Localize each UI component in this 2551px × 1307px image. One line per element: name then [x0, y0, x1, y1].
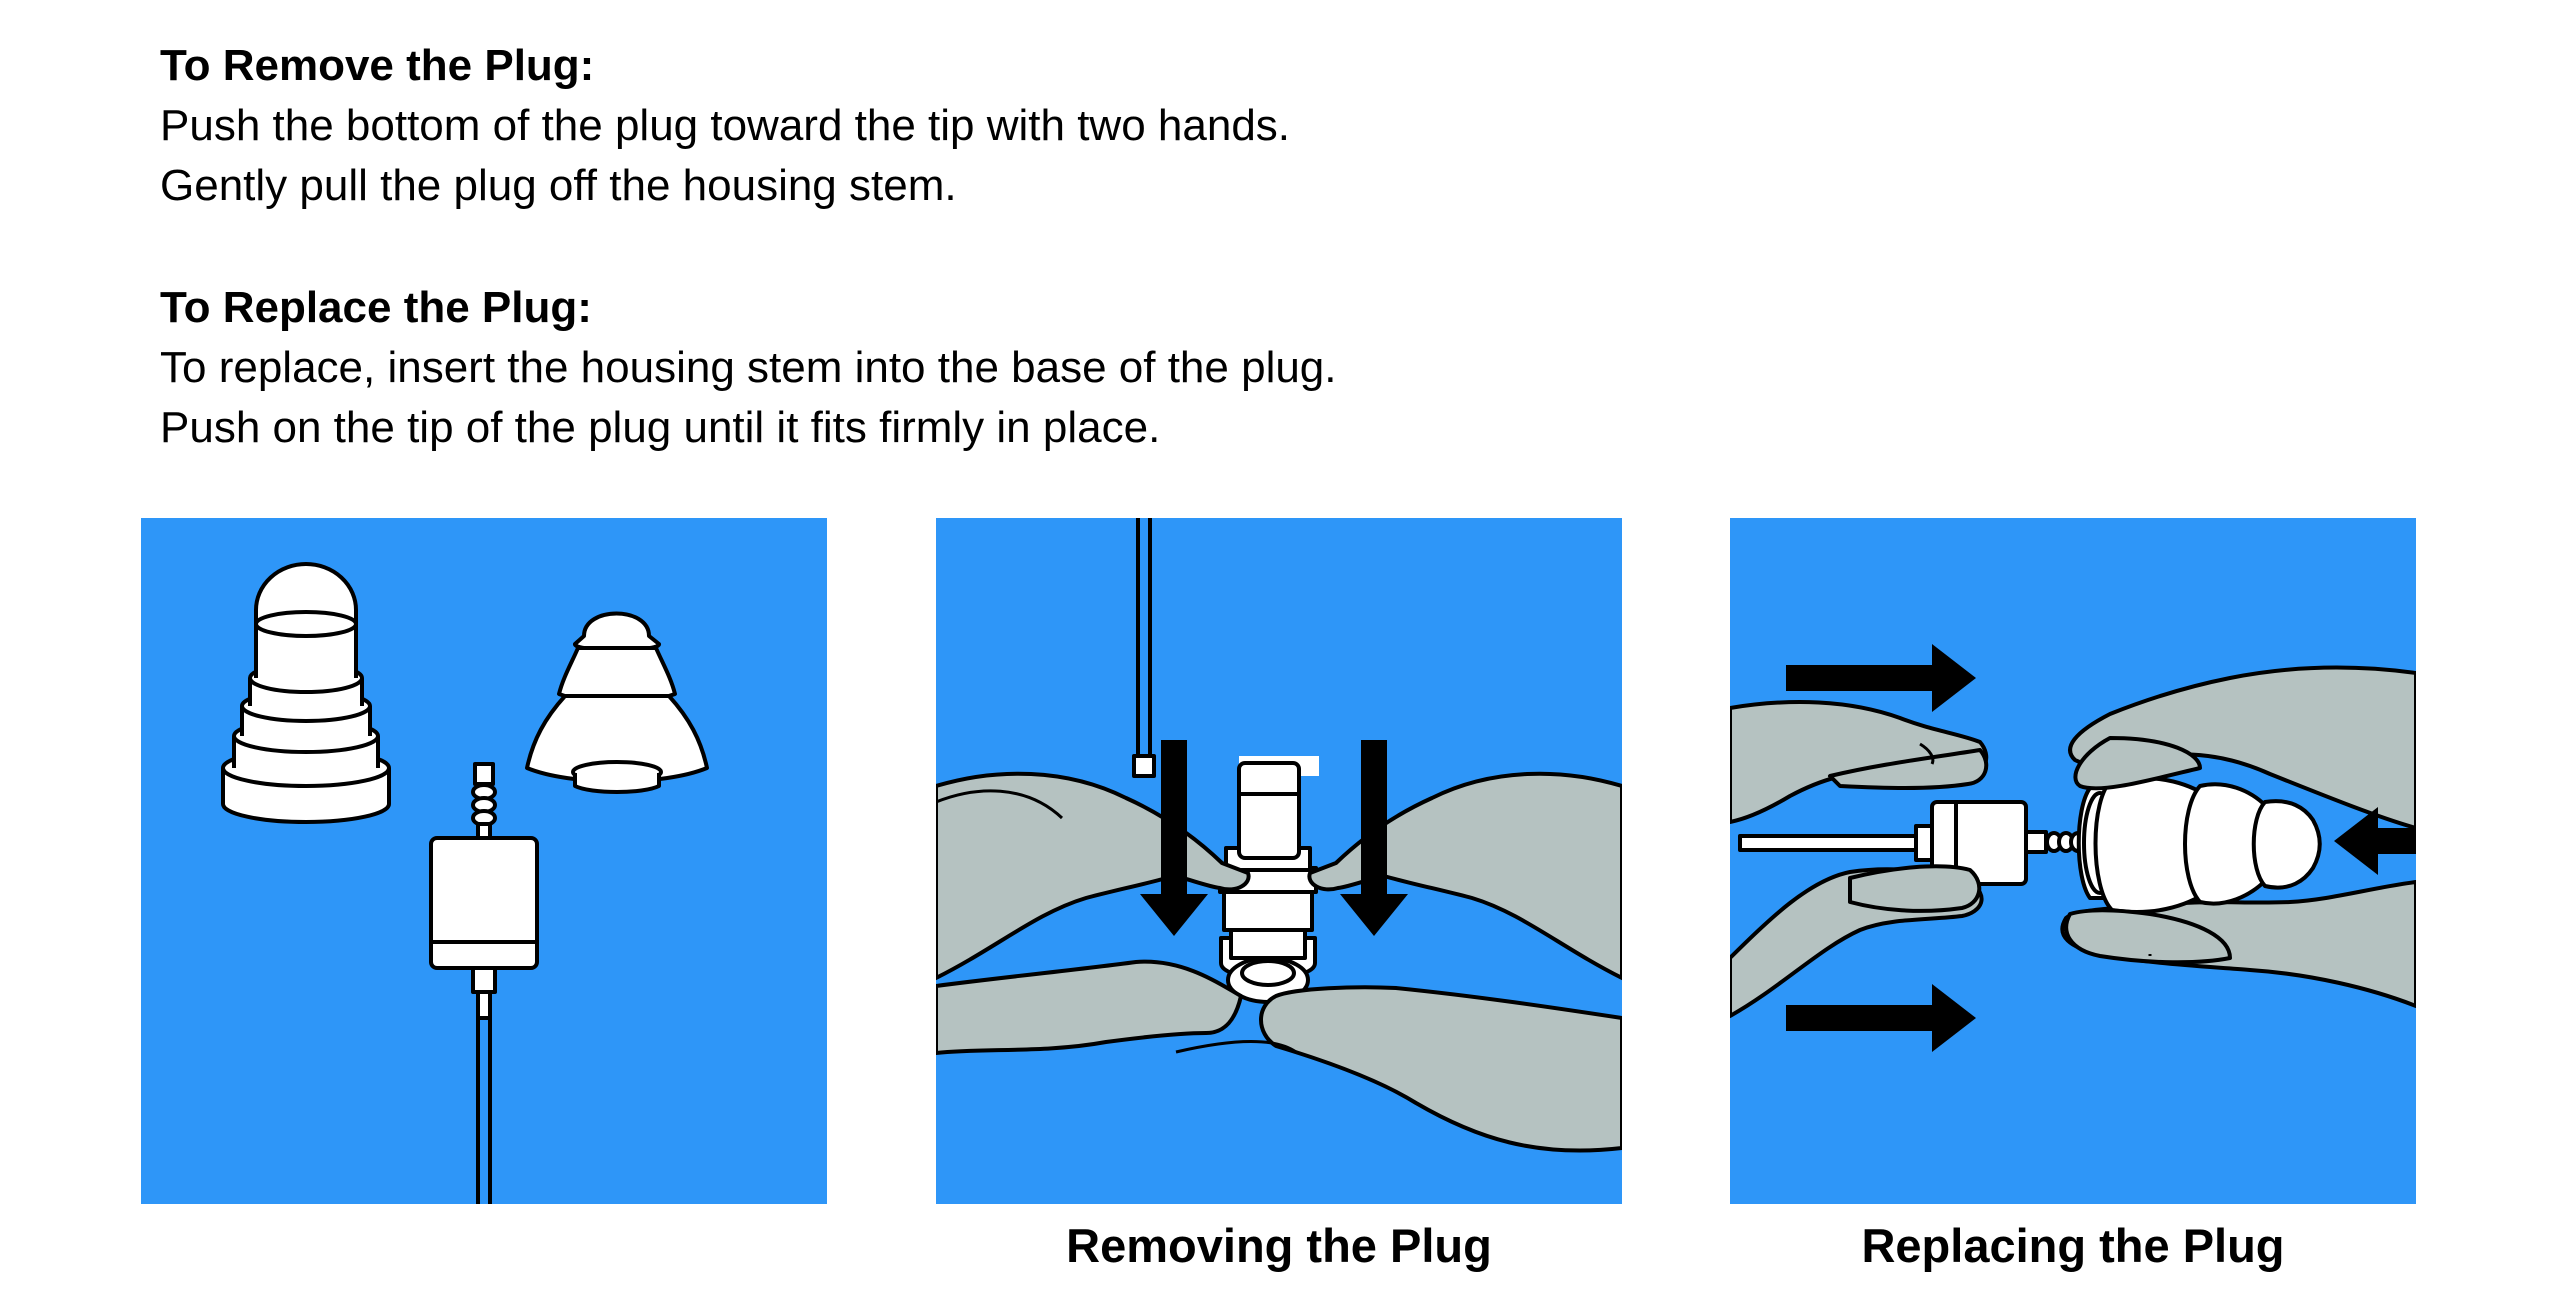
replacing-plug-caption: Replacing the Plug [1861, 1219, 2285, 1272]
earphone-housing-icon [1738, 800, 2087, 886]
parts-illustration [141, 518, 827, 1204]
instructions: To Remove the Plug: Push the bottom of t… [160, 36, 2060, 458]
push-down-arrows-icon [1140, 740, 1408, 936]
earphone-cable [1136, 518, 1152, 756]
removing-plug-illustration [936, 518, 1622, 1204]
replace-step-1: To replace, insert the housing stem into… [160, 343, 1337, 392]
push-arrows-icon [1786, 644, 2416, 1052]
remove-step-1: Push the bottom of the plug toward the t… [160, 101, 1291, 150]
earphone-housing-icon [1237, 761, 1301, 860]
remove-section: To Remove the Plug: Push the bottom of t… [160, 36, 2060, 216]
hands-icon [936, 771, 1622, 1153]
replace-step-2: Push on the tip of the plug until it fit… [160, 403, 1161, 452]
earphone-housing-icon [429, 762, 539, 1204]
fingertips-icon [1828, 736, 2232, 965]
removing-plug-caption: Removing the Plug [1066, 1219, 1492, 1272]
replace-heading: To Replace the Plug: [160, 283, 592, 332]
remove-heading: To Remove the Plug: [160, 41, 595, 90]
housing-connector [1132, 754, 1156, 778]
foam-plug-icon [221, 562, 391, 824]
replace-section: To Replace the Plug: To replace, insert … [160, 278, 2060, 458]
parts-illustration-svg [221, 562, 709, 1204]
replacing-plug-illustration [1730, 518, 2416, 1204]
replacing-plug-svg [1730, 644, 2416, 1052]
remove-step-2: Gently pull the plug off the housing ste… [160, 161, 957, 210]
flange-tip-icon [2076, 775, 2322, 914]
flange-tip-icon [525, 611, 709, 794]
removing-plug-svg [936, 518, 1622, 1153]
